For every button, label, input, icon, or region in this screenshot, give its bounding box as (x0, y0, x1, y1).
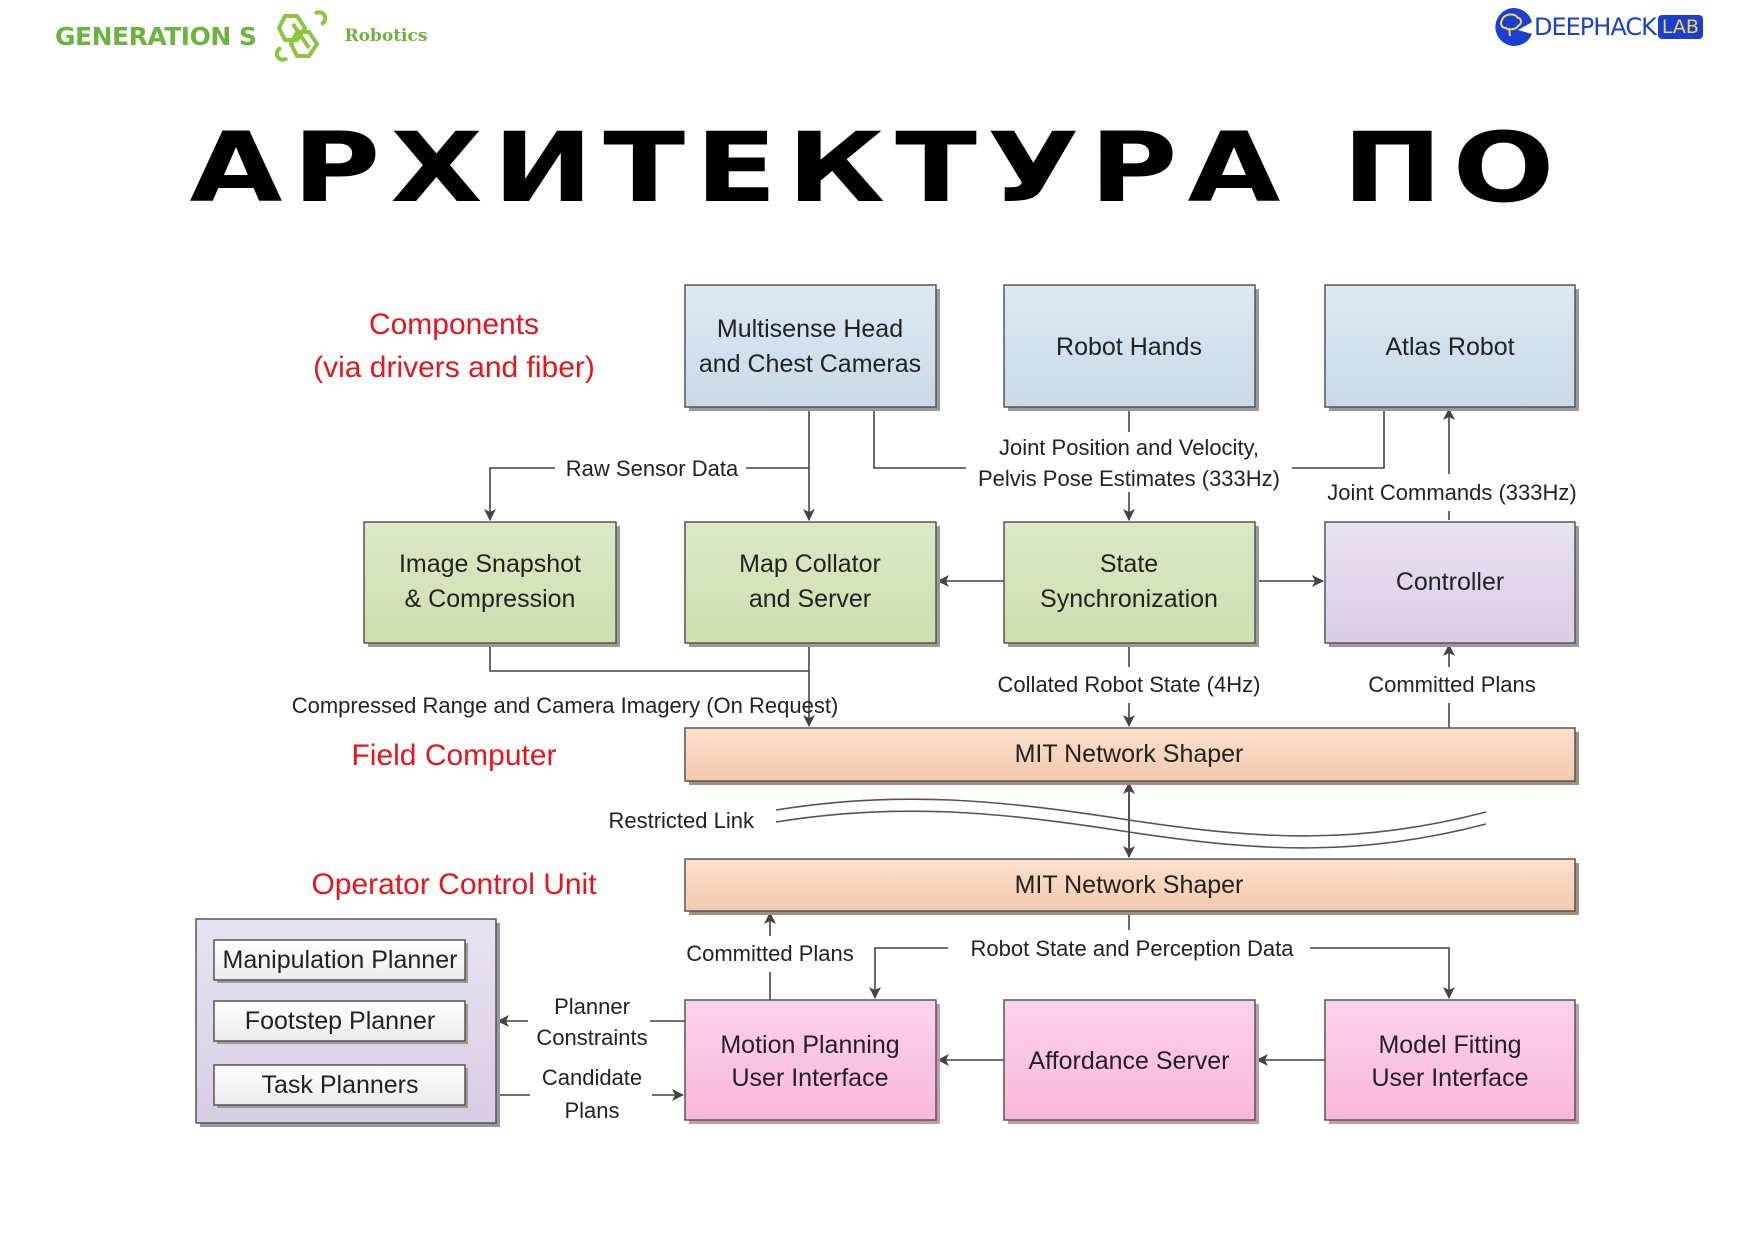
robotics-label: Robotics (344, 26, 428, 46)
map-collator-label-line2: and Server (749, 585, 871, 613)
affordance-server-label: Affordance Server (1028, 1047, 1229, 1075)
motion-planning-label-line2: User Interface (731, 1064, 888, 1092)
multisense-label-line1: Multisense Head (717, 315, 903, 343)
node-multisense: Multisense Head and Chest Cameras (684, 284, 940, 411)
model-fitting-label-line2: User Interface (1371, 1064, 1528, 1092)
candidate-plans-label-line1: Candidate (542, 1065, 642, 1090)
multisense-label-line2: and Chest Cameras (699, 350, 921, 378)
controller-label: Controller (1396, 568, 1504, 596)
page-title: АРХИТЕКТУРА ПО (189, 112, 1565, 224)
image-snapshot-label-line1: Image Snapshot (399, 550, 581, 578)
shaper-field-label: MIT Network Shaper (1015, 740, 1244, 768)
components-label-line1: Components (369, 308, 539, 341)
node-atlas-robot: Atlas Robot (1324, 284, 1579, 411)
planner-constraints-label-line2: Constraints (536, 1025, 647, 1050)
node-model-fitting: Model Fitting User Interface (1324, 999, 1579, 1124)
node-affordance-server: Affordance Server (1003, 999, 1259, 1124)
footstep-planner-label: Footstep Planner (245, 1007, 435, 1035)
deephack-lab-logo: DEEPHACK LAB (1492, 6, 1703, 48)
node-shaper-ocu: MIT Network Shaper (684, 858, 1579, 915)
restricted-link-label: Restricted Link (608, 808, 755, 833)
operator-control-unit-label: Operator Control Unit (311, 868, 597, 901)
joint-commands-label: Joint Commands (333Hz) (1327, 480, 1576, 505)
committed-plans-top-label: Committed Plans (1368, 672, 1536, 697)
map-collator-label-line1: Map Collator (739, 550, 881, 578)
candidate-plans-label-line2: Plans (564, 1098, 619, 1123)
field-computer-label: Field Computer (351, 739, 556, 772)
task-planners-label: Task Planners (261, 1071, 418, 1099)
node-planners: Manipulation Planner Footstep Planner Ta… (195, 918, 500, 1127)
node-controller: Controller (1324, 521, 1579, 647)
generation-s-robotics-icon (274, 10, 327, 62)
state-sync-label-line1: State (1100, 550, 1158, 578)
planner-manipulation: Manipulation Planner (213, 939, 468, 983)
node-robot-hands: Robot Hands (1003, 284, 1259, 411)
restricted-link-wave (775, 798, 1487, 849)
brain-icon (1495, 7, 1532, 46)
joint-position-label-line1: Joint Position and Velocity, (999, 435, 1259, 460)
generation-s-brand: GENERATION S (55, 21, 257, 51)
node-motion-planning: Motion Planning User Interface (684, 999, 940, 1124)
generation-s-logo: GENERATION S Robotics (55, 8, 427, 64)
lab-badge: LAB (1657, 15, 1703, 39)
deephack-brand: DEEPHACK (1534, 13, 1657, 41)
atlas-robot-label: Atlas Robot (1385, 333, 1514, 361)
components-label-line2: (via drivers and fiber) (313, 351, 595, 384)
planner-footstep: Footstep Planner (213, 1000, 468, 1044)
raw-sensor-data-label: Raw Sensor Data (566, 456, 739, 481)
compressed-imagery-label: Compressed Range and Camera Imagery (On … (292, 693, 839, 718)
planner-constraints-label-line1: Planner (554, 994, 630, 1019)
node-shaper-field: MIT Network Shaper (684, 727, 1579, 785)
robot-state-perception-label: Robot State and Perception Data (971, 936, 1295, 961)
node-image-snapshot: Image Snapshot & Compression (363, 521, 620, 647)
robot-hands-label: Robot Hands (1056, 333, 1202, 361)
collated-robot-state-label: Collated Robot State (4Hz) (998, 672, 1261, 697)
state-sync-label-line2: Synchronization (1040, 585, 1218, 613)
node-map-collator: Map Collator and Server (684, 521, 940, 647)
image-snapshot-label-line2: & Compression (405, 585, 576, 613)
motion-planning-label-line1: Motion Planning (720, 1031, 899, 1059)
node-state-synchronization: State Synchronization (1003, 521, 1259, 647)
manipulation-planner-label: Manipulation Planner (223, 946, 458, 974)
committed-plans-bottom-label: Committed Plans (686, 941, 854, 966)
model-fitting-label-line1: Model Fitting (1378, 1031, 1521, 1059)
planner-task: Task Planners (213, 1064, 468, 1108)
joint-position-label-line2: Pelvis Pose Estimates (333Hz) (978, 466, 1280, 491)
shaper-ocu-label: MIT Network Shaper (1015, 871, 1244, 899)
